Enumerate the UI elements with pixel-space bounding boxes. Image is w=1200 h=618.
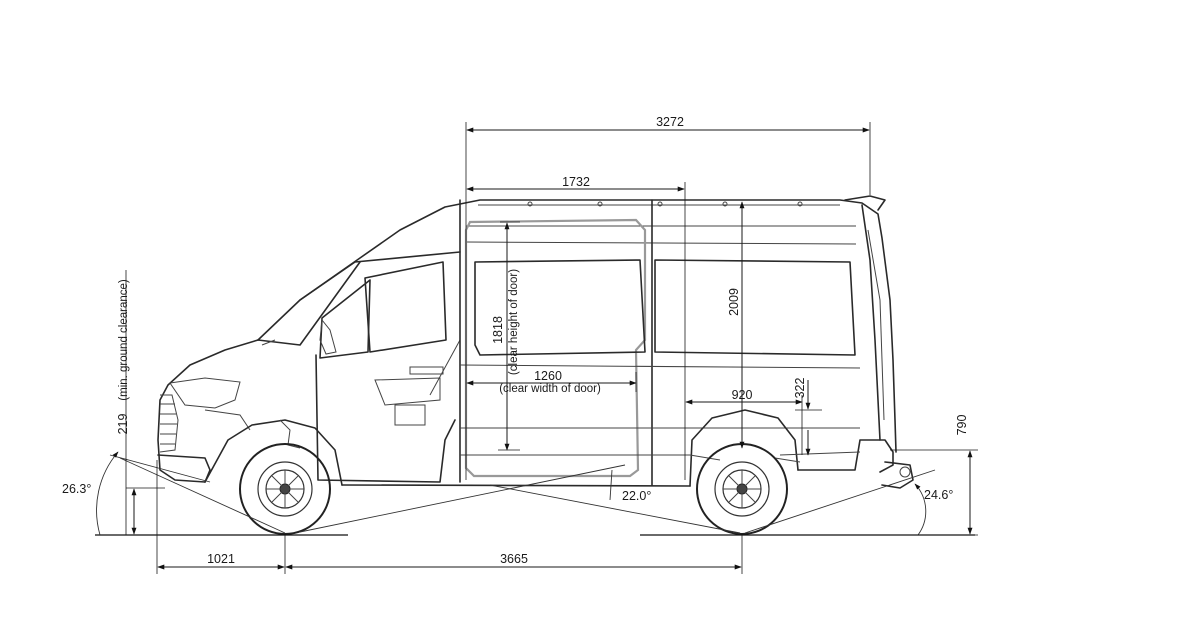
wheel-arch-height-value: 322 [793, 378, 807, 399]
door-width-note: (clear width of door) [499, 383, 601, 395]
wheel-arch-width-value: 920 [732, 388, 753, 402]
sill-height-value: 790 [955, 415, 969, 436]
door-height-note: (clear height of door) [508, 269, 520, 375]
wheelbase-value: 3665 [500, 552, 528, 566]
departure-angle-value: 24.6° [924, 488, 953, 502]
ground-clearance-note: (min. ground clearance) [118, 279, 130, 401]
van-body [157, 195, 914, 489]
ramp-angle-value: 22.0° [622, 489, 651, 503]
front-wheel [239, 443, 331, 535]
front-overhang-value: 1021 [207, 552, 235, 566]
door-height-value: 1818 [491, 316, 505, 344]
door-width-value: 1260 [534, 369, 562, 383]
approach-angle-value: 26.3° [62, 482, 91, 496]
door-position-value: 1732 [562, 175, 590, 189]
ground-clearance-value: 219 [116, 414, 130, 435]
rear-wheel [696, 443, 788, 535]
departure-angle-lines [744, 469, 936, 536]
load-length-value: 3272 [656, 115, 684, 129]
approach-angle-lines [96, 451, 286, 536]
ramp-angle-lines [299, 464, 741, 534]
interior-height-value: 2009 [727, 288, 741, 316]
